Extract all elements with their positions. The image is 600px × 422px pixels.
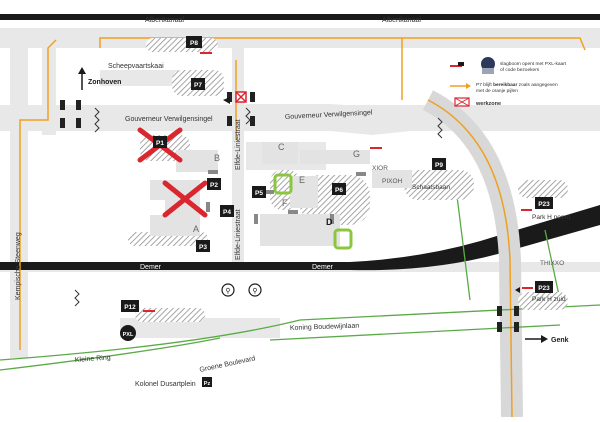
svg-text:⚲: ⚲ [252, 287, 257, 295]
traffic-lights [60, 92, 519, 332]
place-labels: XIOR PIXOH Schaatsbaan Park H noord Park… [372, 165, 571, 303]
legend: slagboom opent met PXL-kaart of code bez… [450, 57, 567, 107]
street-scheepvaartskaai: Scheepvaartskaai [108, 63, 164, 70]
street-elfde-left: Elfde-Liniestraat [235, 119, 242, 170]
direction-zonhoven: Zonhoven [88, 79, 121, 86]
street-kleine-ring: Kleine Ring [75, 355, 111, 364]
street-groene: Groene Boulevard [199, 355, 256, 374]
park-h-zuid-label: Park H zuid [532, 296, 566, 303]
street-gouverneur-right: Gouverneur Verwilgensingel [285, 109, 373, 121]
street-elfde-right: Elfde-Liniestraat [235, 209, 242, 260]
street-labels: Albertkanaal Albertkanaal Scheepvaartska… [15, 17, 421, 388]
zonhoven-arrow [78, 67, 86, 90]
legend-p7-line2: met de oranje pijlen [476, 88, 518, 94]
bicycle-parking-icons: ⚲ ⚲ [221, 283, 262, 297]
pikoh-label: PIXOH [382, 178, 403, 185]
street-albertkanaal-left: Albertkanaal [145, 17, 184, 24]
street-demer-left: Demer [140, 264, 162, 271]
building-d: D [326, 217, 333, 227]
location-pointers [223, 97, 520, 293]
street-kempische: Kempische Steenweg [15, 232, 22, 300]
legend-werkzone: werkzone [475, 101, 501, 107]
building-f: F [282, 198, 288, 208]
pxl-label: PXL [123, 332, 134, 338]
building-g: G [353, 149, 360, 159]
demer-canal [0, 205, 600, 271]
street-albertkanaal-right: Albertkanaal [382, 17, 421, 24]
svg-text:⚲: ⚲ [225, 287, 230, 295]
barriers [143, 52, 533, 312]
park-h-noord-label: Park H noord [532, 214, 571, 221]
legend-barrier-line1: slagboom opent met PXL-kaart [500, 61, 567, 67]
electric-parking-icons [273, 173, 353, 250]
direction-genk: Genk [551, 337, 569, 344]
p5-label: P5 [255, 190, 263, 197]
building-a: A [193, 224, 199, 234]
parking-labels: P8 P7 P1 P2 P4 P3 P5 P6 P9 P12 P23 P23 P… [121, 36, 553, 387]
street-kolonel: Kolonel Dusartplein [135, 381, 196, 388]
schaatsbaan-label: Schaatsbaan [412, 184, 450, 191]
p7-label: P7 [194, 82, 202, 89]
building-entrances [206, 170, 366, 224]
street-demer-right: Demer [312, 264, 334, 271]
p23-zuid-label: P23 [538, 285, 550, 292]
legend-p7-line1: P7 blijft bereikbaar zoals aangegeven [476, 82, 558, 88]
parking-areas [128, 38, 568, 322]
green-lines [0, 179, 600, 371]
building-b: B [214, 153, 220, 163]
p4-label: P4 [223, 209, 231, 216]
thixxo-label: THIXXO [540, 260, 564, 267]
ring-road-edge [427, 99, 513, 418]
street-gouverneur-left: Gouverneur Verwilgensingel [125, 116, 213, 123]
p6-label: P6 [335, 187, 343, 194]
p23-noord-label: P23 [538, 201, 550, 208]
orange-route [19, 37, 586, 350]
xior-label: XIOR [372, 165, 388, 172]
albertkanaal-canal [0, 14, 600, 20]
building-e: E [299, 175, 305, 185]
building-letters: B A C G E F D [193, 142, 360, 234]
legend-barrier-line2: of code bezoekers [500, 67, 540, 73]
building-c: C [278, 142, 285, 152]
p9-label: P9 [435, 162, 443, 169]
p2-label: P2 [210, 182, 218, 189]
p3-label: P3 [199, 244, 207, 251]
genk-arrow [525, 335, 548, 343]
p12-label: P12 [124, 304, 136, 311]
p1-label: P1 [156, 140, 164, 147]
street-koning: Koning Boudewijnlaan [290, 323, 360, 332]
p8-label: P8 [190, 40, 198, 47]
wavy-connectors [74, 107, 443, 307]
pxl-logo [120, 325, 136, 341]
pz-label: Pz [204, 381, 211, 387]
